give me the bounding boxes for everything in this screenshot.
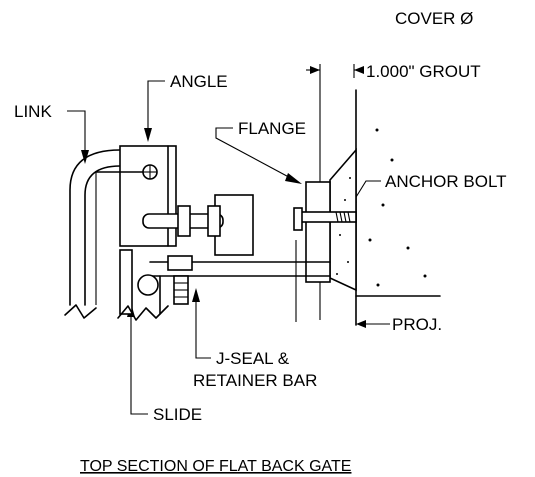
- slide-plate: [119, 249, 133, 315]
- concrete-wall: [329, 89, 441, 326]
- gate-assembly: [64, 145, 357, 321]
- nut-left: [177, 205, 191, 237]
- retainer-nut: [167, 255, 193, 271]
- nut-right: [207, 205, 221, 237]
- angle-plate: [119, 145, 177, 247]
- leader-link: [67, 110, 89, 164]
- label-slide: SLIDE: [153, 405, 202, 424]
- label-angle: ANGLE: [170, 72, 228, 91]
- label-proj: PROJ.: [392, 315, 442, 334]
- leader-jseal: [192, 288, 211, 359]
- flange-plate: [305, 181, 331, 283]
- label-anchor-bolt: ANCHOR BOLT: [385, 172, 507, 191]
- label-jseal-line1: J-SEAL &: [216, 349, 290, 368]
- leader-slide: [127, 303, 148, 415]
- label-flange: FLANGE: [238, 119, 306, 138]
- anchor-nut: [293, 207, 303, 231]
- jseal-bulb: [137, 274, 159, 296]
- label-jseal-line2: RETAINER BAR: [193, 371, 317, 390]
- anchor-bolt: [295, 211, 357, 223]
- drawing-title: TOP SECTION OF FLAT BACK GATE: [80, 458, 351, 475]
- leader-flange: [215, 127, 302, 184]
- label-grout: 1.000" GROUT: [366, 62, 481, 81]
- label-cover: COVER Ø: [395, 9, 473, 28]
- dimension-proj: [295, 240, 390, 328]
- leader-angle: [144, 80, 165, 142]
- label-link: LINK: [14, 102, 52, 121]
